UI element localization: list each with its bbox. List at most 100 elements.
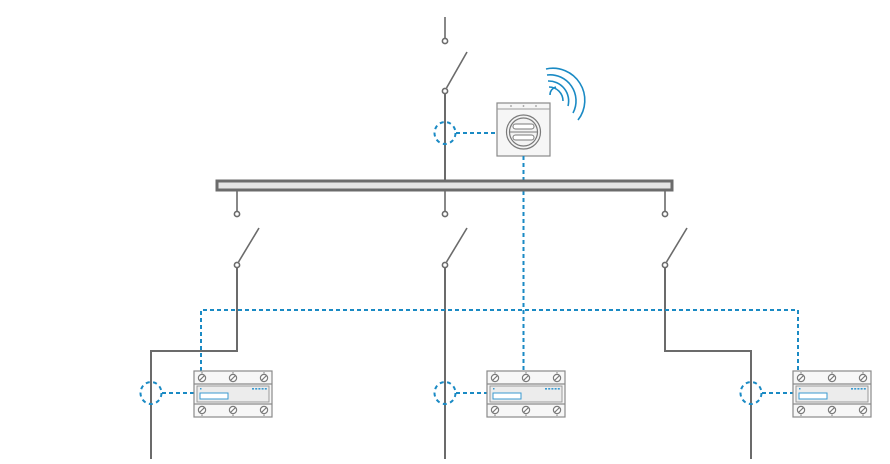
branch-2-switch-top-contact [441, 210, 449, 218]
incoming-switch-bottom-contact [441, 87, 449, 95]
meter-indicator-led [557, 388, 560, 390]
branch-2-current-transformer-icon [433, 381, 457, 405]
screw-slot [492, 407, 498, 413]
screw-slot [829, 407, 835, 413]
terminal-marker [862, 372, 864, 374]
branch-3-feeder-line [664, 268, 752, 459]
terminal-marker [831, 372, 833, 374]
wireless-signal-icon [545, 67, 586, 121]
branch-3 [661, 191, 793, 459]
branch-3-switch-top-contact [661, 210, 669, 218]
screw-slot [554, 407, 560, 413]
meter-indicator-led [255, 388, 258, 390]
meter-indicator-led [854, 388, 857, 390]
communication-bus [200, 309, 799, 371]
terminal-marker [525, 414, 527, 417]
screw-slot [199, 407, 205, 413]
branch-2 [433, 191, 487, 459]
branch-1-switch-top-contact [233, 210, 241, 218]
terminal-marker [800, 372, 802, 374]
screw-slot [230, 407, 236, 413]
branch-1-feeder-line [150, 268, 238, 459]
wifi-arc-4 [546, 74, 577, 114]
meter-status-led [493, 388, 495, 390]
meter-indicator-led [252, 388, 254, 390]
terminal-marker [201, 414, 203, 417]
terminal-marker [525, 372, 527, 374]
branch-2-switch-bottom-contact [441, 261, 449, 269]
screw-slot [261, 375, 267, 381]
screw-slot [860, 375, 866, 381]
meter-screw-dot [510, 105, 512, 107]
terminal-marker [494, 372, 496, 374]
meter-indicator-led [548, 388, 551, 390]
incoming-switch-top-contact [441, 37, 449, 45]
meter-lcd-display [798, 392, 828, 400]
meter-indicator-led [261, 388, 264, 390]
wifi-arc-2 [548, 86, 564, 102]
meter-indicator-led [851, 388, 853, 390]
screw-slot [798, 375, 804, 381]
screw-slot [523, 407, 529, 413]
branch-2-switch-blade [445, 227, 468, 263]
terminal-marker [831, 414, 833, 417]
screw-slot [554, 375, 560, 381]
terminal-marker [862, 414, 864, 417]
branch-1-switch-bottom-contact [233, 261, 241, 269]
branch-2-din-rail-meter-icon [486, 370, 566, 418]
meter-indicator-led [857, 388, 860, 390]
terminal-marker [232, 414, 234, 417]
screw-slot [261, 407, 267, 413]
main-meter [496, 102, 551, 378]
branch-3-din-rail-meter-icon [792, 370, 872, 418]
meter-indicator-led [264, 388, 267, 390]
screw-slot [230, 375, 236, 381]
terminal-marker [263, 414, 265, 417]
screw-slot [523, 375, 529, 381]
meter-screw-dot [535, 105, 537, 107]
terminal-marker [556, 414, 558, 417]
wifi-arc-5 [545, 67, 586, 121]
meter-indicator-led [554, 388, 557, 390]
branch-3-current-transformer-icon [739, 381, 763, 405]
terminal-marker [800, 414, 802, 417]
terminal-marker [201, 372, 203, 374]
incoming-switch-icon [441, 51, 468, 95]
busbar-icon [215, 179, 674, 192]
screw-slot [492, 375, 498, 381]
meter-indicator-led [545, 388, 547, 390]
wifi-arc-3 [547, 80, 570, 107]
terminal-marker [232, 372, 234, 374]
meter-indicator-led [863, 388, 866, 390]
meter-screw-dot [522, 105, 525, 107]
meter-display-upper [512, 123, 535, 130]
wifi-arc-1 [549, 86, 557, 96]
branch-1-current-transformer-icon [139, 381, 163, 405]
meter-lcd-display [199, 392, 229, 400]
incoming-switch-blade [445, 51, 468, 89]
meter-status-led [799, 388, 801, 390]
incoming-feeder [433, 17, 497, 181]
branch-meters [193, 370, 872, 418]
screw-slot [829, 375, 835, 381]
branch-3-switch-icon [661, 227, 688, 269]
screw-slot [860, 407, 866, 413]
branch-1-din-rail-meter-icon [193, 370, 273, 418]
meter-indicator-led [860, 388, 863, 390]
meter-status-led [200, 388, 202, 390]
terminal-marker [494, 414, 496, 417]
screw-slot [199, 375, 205, 381]
branch-3-switch-blade [665, 227, 688, 263]
meter-lcd-display [492, 392, 522, 400]
meter-indicator-led [551, 388, 554, 390]
meter-display-lower [512, 134, 535, 141]
meter-indicator-led [258, 388, 261, 390]
incoming-current-transformer-icon [433, 121, 457, 145]
branch-1-switch-icon [233, 227, 260, 269]
branch-3-switch-bottom-contact [661, 261, 669, 269]
screw-slot [798, 407, 804, 413]
branch-1-switch-blade [237, 227, 260, 263]
branch-1 [139, 191, 260, 459]
